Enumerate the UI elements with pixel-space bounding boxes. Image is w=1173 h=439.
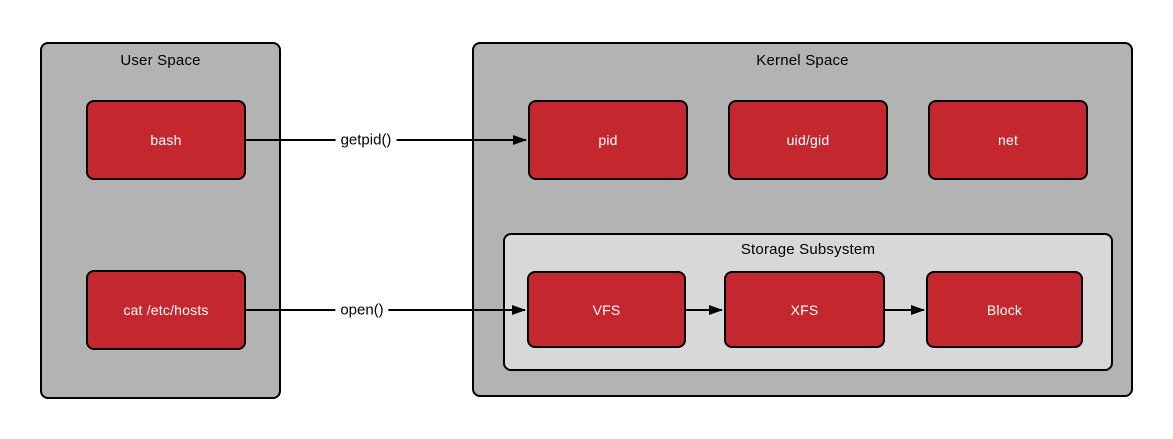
node-block: Block bbox=[926, 271, 1083, 348]
node-vfs: VFS bbox=[527, 271, 686, 348]
user-space-title-text: User Space bbox=[120, 52, 201, 69]
node-vfs-label: VFS bbox=[592, 301, 621, 318]
node-xfs-label: XFS bbox=[790, 301, 819, 318]
node-bash: bash bbox=[86, 100, 246, 180]
node-bash-label: bash bbox=[150, 132, 182, 148]
storage-subsystem-title-text: Storage Subsystem bbox=[740, 241, 876, 258]
kernel-space-title-text: Kernel Space bbox=[756, 52, 849, 69]
node-net-label: net bbox=[997, 132, 1019, 148]
node-pid-label: pid bbox=[598, 132, 618, 148]
storage-subsystem-title: Storage Subsystem bbox=[505, 235, 1111, 258]
node-xfs: XFS bbox=[724, 271, 885, 348]
node-uid-gid-label: uid/gid bbox=[786, 132, 830, 148]
node-pid: pid bbox=[528, 100, 688, 180]
edge-label-getpid: getpid() bbox=[335, 131, 397, 149]
storage-subsystem-container: Storage Subsystem VFS XFS Block bbox=[503, 233, 1113, 371]
edge-label-open: open() bbox=[335, 301, 389, 319]
node-block-label: Block bbox=[986, 301, 1023, 318]
node-uid-gid: uid/gid bbox=[728, 100, 888, 180]
node-cat-etc-hosts-label: cat /etc/hosts bbox=[123, 302, 209, 318]
user-space-container: User Space bash cat /etc/hosts bbox=[40, 42, 281, 399]
kernel-space-title: Kernel Space bbox=[474, 44, 1131, 69]
user-space-title: User Space bbox=[42, 44, 279, 69]
node-cat-etc-hosts: cat /etc/hosts bbox=[86, 270, 246, 350]
node-net: net bbox=[928, 100, 1088, 180]
kernel-space-container: Kernel Space pid uid/gid net Storage Sub… bbox=[472, 42, 1133, 397]
